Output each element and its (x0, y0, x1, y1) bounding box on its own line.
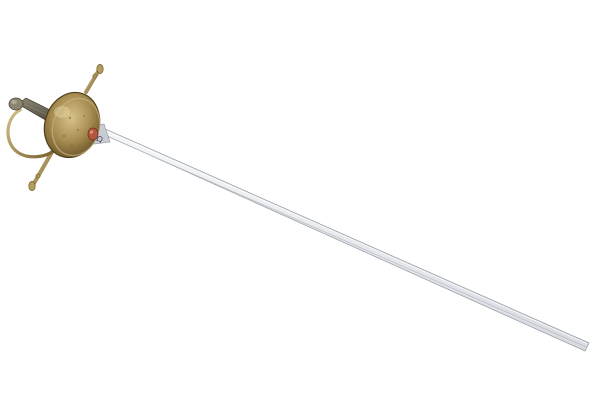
pommel-highlight (11, 100, 17, 104)
pommel (8, 97, 24, 111)
cup-highlight (54, 106, 70, 118)
blade-edge-highlight (101, 128, 589, 345)
quillon-upper-finial (96, 64, 104, 74)
quillon-lower-finial (28, 181, 36, 191)
quillon-upper (84, 68, 101, 94)
quillon-upper-knob (92, 73, 98, 79)
blade-fuller (99, 132, 587, 348)
knuckle-bow (6, 108, 54, 159)
quillon-lower (31, 150, 54, 187)
quillon-lower-knob (35, 173, 41, 179)
cup-guard (43, 91, 101, 159)
